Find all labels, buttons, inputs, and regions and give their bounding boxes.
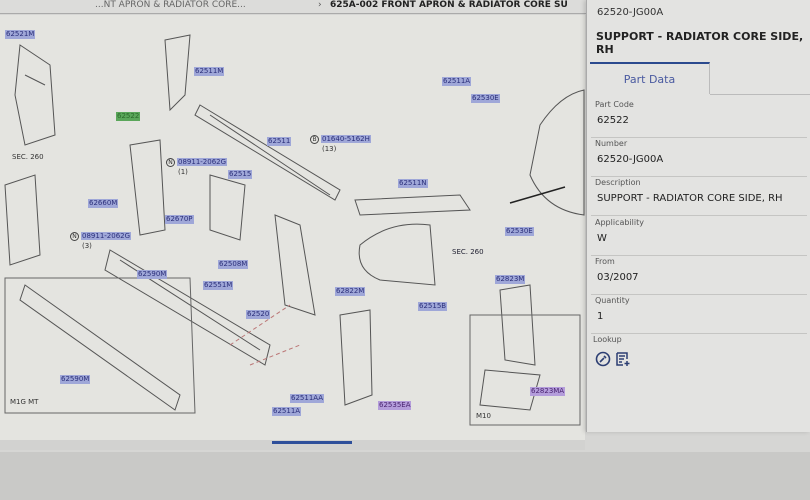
breadcrumb: ...NT APRON & RADIATOR CORE... › 625A-00…: [0, 0, 590, 14]
part-label[interactable]: 62590M: [60, 375, 91, 384]
part-label[interactable]: 08911-2062G: [177, 158, 228, 166]
part-label[interactable]: 62511: [267, 137, 292, 146]
breadcrumb-parent[interactable]: ...NT APRON & RADIATOR CORE...: [95, 0, 246, 10]
field-value: 03/2007: [597, 272, 639, 283]
qty-note: (13): [322, 145, 337, 153]
part-code-field: Part Code 62522: [591, 100, 807, 138]
part-label[interactable]: 62822M: [335, 287, 366, 296]
search-tool-icon[interactable]: [595, 351, 611, 367]
part-label[interactable]: 62530E: [505, 227, 534, 236]
part-label[interactable]: 62590M: [137, 270, 168, 279]
qty-note: (3): [82, 242, 92, 250]
window-bottom-area: [0, 452, 810, 500]
field-label: Part Code: [595, 100, 634, 109]
marker-n: N: [70, 232, 79, 241]
part-label[interactable]: 62520: [246, 310, 271, 319]
part-label[interactable]: 62535EA: [378, 401, 412, 410]
part-label[interactable]: 62511AA: [290, 394, 325, 403]
scrollbar-thumb[interactable]: [272, 441, 352, 444]
variant-label: M10: [476, 412, 491, 420]
from-field: From 03/2007: [591, 257, 807, 295]
part-label[interactable]: 62508M: [218, 260, 249, 269]
part-detail-panel: 62520-JG00A SUPPORT - RADIATOR CORE SIDE…: [586, 0, 810, 432]
part-label-highlight[interactable]: 62522: [116, 112, 141, 121]
part-label[interactable]: 62515: [228, 170, 253, 179]
parts-diagram[interactable]: 62521M 62522 62511M 62511A 62530E 62511 …: [0, 15, 585, 440]
qty-note: (1): [178, 168, 188, 176]
part-label[interactable]: 01640-5162H: [321, 135, 371, 143]
field-value: 62520-JG00A: [597, 154, 664, 165]
variant-label: M1G MT: [10, 398, 39, 406]
section-reference[interactable]: SEC. 260: [12, 153, 44, 161]
part-label[interactable]: 62511A: [442, 77, 472, 86]
part-number-header: 62520-JG00A: [597, 7, 664, 18]
lookup-section: Lookup: [591, 335, 807, 375]
part-label[interactable]: 62511M: [194, 67, 225, 76]
part-label[interactable]: 62511A: [272, 407, 302, 416]
field-label: Applicability: [595, 218, 644, 227]
horizontal-scrollbar[interactable]: [0, 440, 585, 450]
field-value: 62522: [597, 115, 629, 126]
part-label[interactable]: 08911-2062G: [81, 232, 132, 240]
part-label[interactable]: 62660M: [88, 199, 119, 208]
marker-n: N: [166, 158, 175, 167]
part-label[interactable]: 62670P: [165, 215, 194, 224]
field-label: Quantity: [595, 296, 630, 305]
lookup-label: Lookup: [593, 335, 622, 344]
part-label[interactable]: 62530E: [471, 94, 500, 103]
part-label[interactable]: 62521M: [5, 30, 36, 39]
field-label: Description: [595, 178, 641, 187]
part-label[interactable]: 62515B: [418, 302, 448, 311]
number-field: Number 62520-JG00A: [591, 139, 807, 177]
field-label: Number: [595, 139, 628, 148]
field-value: SUPPORT - RADIATOR CORE SIDE, RH: [597, 193, 783, 204]
section-reference[interactable]: SEC. 260: [452, 248, 484, 256]
tab-divider: [710, 94, 810, 95]
field-label: From: [595, 257, 615, 266]
field-value: 1: [597, 311, 604, 322]
part-label[interactable]: 62823M: [495, 275, 526, 284]
tab-part-data[interactable]: Part Data: [590, 62, 710, 94]
marker-b: B: [310, 135, 319, 144]
part-label[interactable]: 62551M: [203, 281, 234, 290]
add-to-list-icon[interactable]: [615, 351, 631, 367]
breadcrumb-current: 625A-002 FRONT APRON & RADIATOR CORE SU: [330, 0, 568, 10]
part-label[interactable]: 62823MA: [530, 387, 566, 396]
quantity-field: Quantity 1: [591, 296, 807, 334]
part-label[interactable]: 62511N: [398, 179, 428, 188]
part-title: SUPPORT - RADIATOR CORE SIDE, RH: [596, 30, 804, 56]
breadcrumb-separator: ›: [318, 0, 322, 10]
field-value: W: [597, 233, 607, 244]
